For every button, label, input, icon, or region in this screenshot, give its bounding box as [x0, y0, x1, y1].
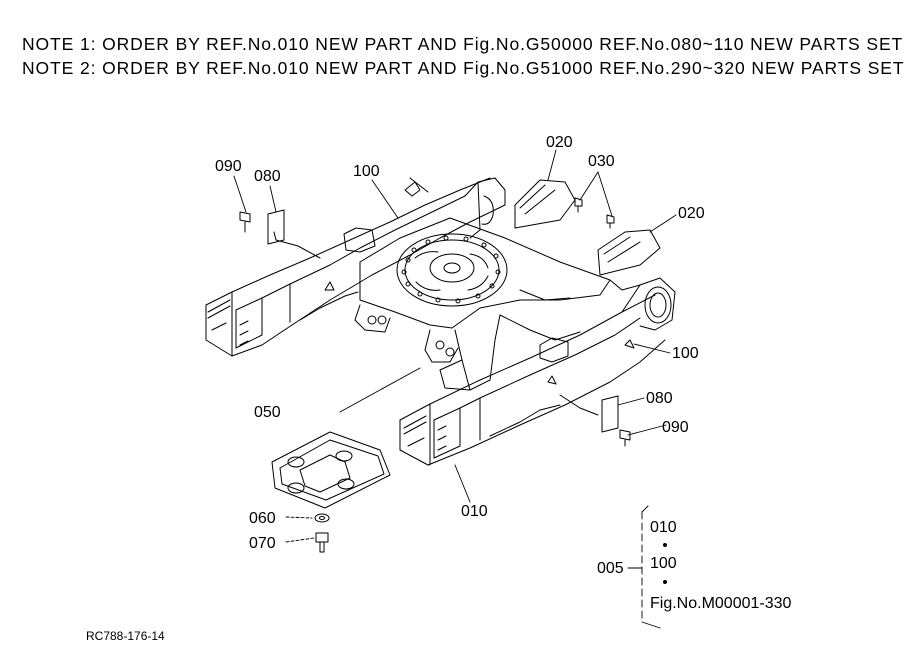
assembly-ref: 005 [597, 560, 624, 577]
callout-090-left: 090 [215, 158, 242, 175]
bolt-090-left [239, 211, 251, 233]
assembly-item-fig-ref: Fig.No.M00001-330 [650, 595, 792, 612]
bolt-030-a [574, 197, 583, 213]
leader-lines [233, 149, 677, 629]
callout-050: 050 [254, 404, 281, 421]
left-side-frame [205, 177, 506, 357]
callout-100-top: 100 [353, 163, 380, 180]
callout-020-right: 020 [678, 205, 705, 222]
callout-070: 070 [249, 535, 276, 552]
plate-080-left [267, 209, 285, 245]
callout-060: 060 [249, 510, 276, 527]
right-side-frame [399, 277, 676, 466]
bolt-030-b [606, 214, 615, 229]
drawing-code: RC788-176-14 [86, 629, 165, 643]
center-body [354, 217, 611, 391]
assembly-item-010: 010 [650, 519, 677, 536]
plate-080-right [601, 395, 619, 433]
assembly-item-100: 100 [650, 555, 677, 572]
callout-010: 010 [461, 503, 488, 520]
note-2: NOTE 2: ORDER BY REF.No.010 NEW PART AND… [22, 58, 905, 78]
callout-020-top: 020 [546, 134, 573, 151]
callout-080-right: 080 [646, 390, 673, 407]
callout-100-right: 100 [672, 345, 699, 362]
under-cover-050 [271, 431, 391, 509]
cover-020-right [597, 229, 661, 276]
callout-090-right: 090 [662, 419, 689, 436]
callout-080-left: 080 [254, 168, 281, 185]
bolt-090-right [619, 429, 631, 447]
bolt-070 [315, 532, 329, 553]
note-1: NOTE 1: ORDER BY REF.No.010 NEW PART AND… [22, 34, 904, 54]
washer-060 [314, 513, 330, 523]
cover-020-top [514, 179, 576, 229]
callout-030: 030 [588, 153, 615, 170]
